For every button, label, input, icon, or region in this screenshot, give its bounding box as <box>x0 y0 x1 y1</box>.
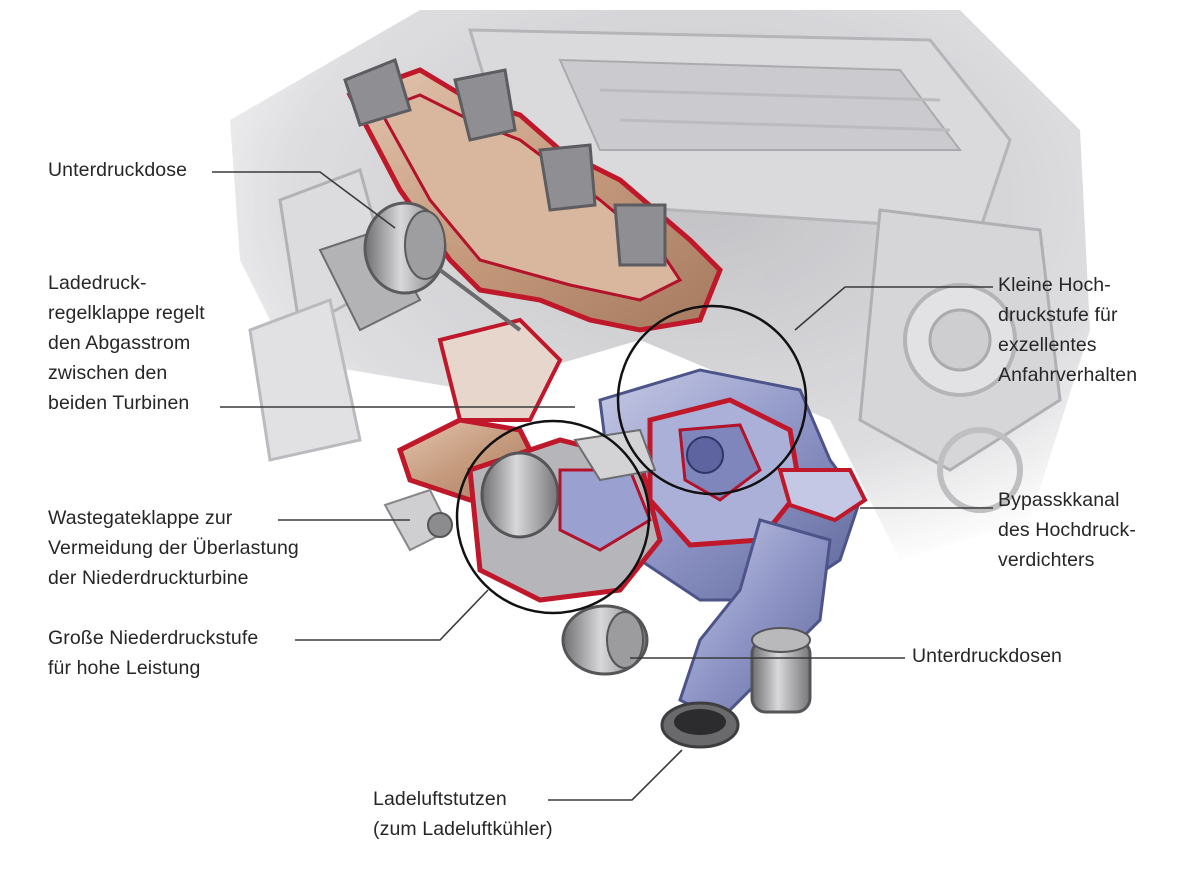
label-bypasskanal: Bypasskkanal des Hochdruck- verdichters <box>998 489 1136 571</box>
low-pressure-stage-circle <box>455 419 651 615</box>
leader-hochdruckstufe <box>794 286 993 331</box>
leader-unterdruckdose <box>212 171 396 229</box>
low-pressure-turbo <box>467 428 663 603</box>
charge-air-pipe <box>660 518 832 749</box>
leader-lines <box>212 171 993 801</box>
wastegate <box>383 488 453 552</box>
label-niederdruckstufe: Große Niederdruckstufe für hohe Leistung <box>48 627 259 679</box>
label-wastegateklappe: Wastegateklappe zur Vermeidung der Überl… <box>48 507 299 589</box>
vacuum-canister-top <box>318 201 522 332</box>
label-ladeluftstutzen: Ladeluftstutzen (zum Ladeluftkühler) <box>373 788 553 840</box>
label-hochdruckstufe: Kleine Hoch- druckstufe für exzellentes … <box>998 274 1138 386</box>
leader-ladeluftstutzen <box>548 749 683 801</box>
label-unterdruckdose: Unterdruckdose <box>48 159 188 181</box>
label-unterdruckdosen: Unterdruckdosen <box>912 645 1062 667</box>
exhaust-manifold <box>343 57 723 503</box>
high-pressure-stage-circle <box>616 304 808 496</box>
label-ladedruckregelklappe: Ladedruck- regelklappe regelt den Abgass… <box>48 272 205 414</box>
leader-niederdruckstufe <box>295 589 489 641</box>
